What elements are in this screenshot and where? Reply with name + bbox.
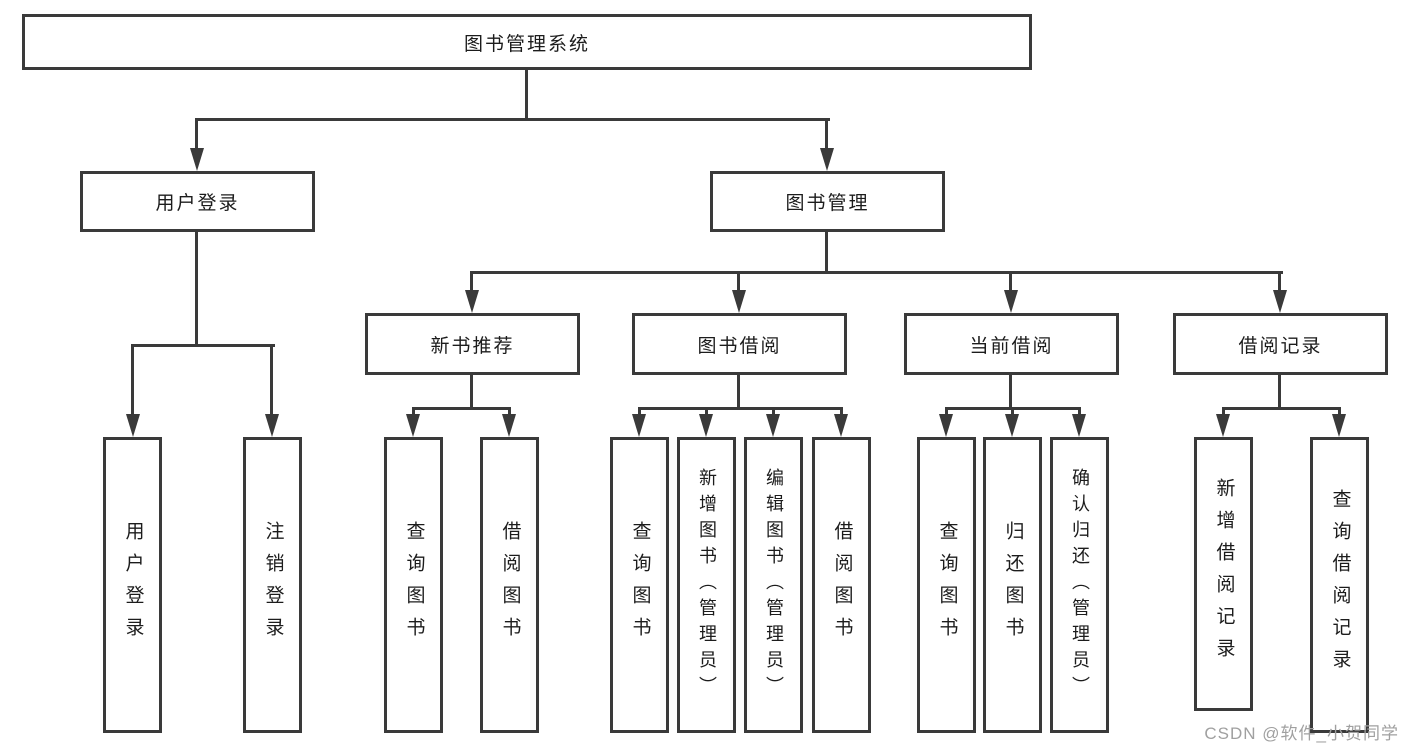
- connector-to-book-borrowing: [737, 271, 740, 290]
- leaf-add-books-admin: 新增图书（管理员）: [677, 437, 736, 733]
- node-label: 借阅记录: [1238, 335, 1323, 357]
- leaf-label: 归还图书: [1002, 521, 1024, 649]
- arrowhead-leaf: [1005, 414, 1019, 437]
- leaf-label: 注销登录: [262, 521, 284, 649]
- leaf-label: 用户登录: [122, 521, 144, 649]
- leaf-edit-books-admin: 编辑图书（管理员）: [744, 437, 803, 733]
- arrowhead-user-login: [190, 148, 204, 171]
- leaf-label: 新增借阅记录: [1213, 478, 1235, 670]
- leaf-label: 查询借阅记录: [1329, 489, 1351, 681]
- arrowhead-leaf: [766, 414, 780, 437]
- arrowhead-leaf: [834, 414, 848, 437]
- connector-leaf: [840, 407, 843, 414]
- node-current-borrowing: 当前借阅: [904, 313, 1119, 375]
- connector-leaf: [772, 407, 775, 414]
- leaf-borrowing-borrow-books: 借阅图书: [812, 437, 871, 733]
- connector-leaf: [1011, 407, 1014, 414]
- arrowhead-leaf: [406, 414, 420, 437]
- connector-to-new-book-recommend: [470, 271, 473, 290]
- arrowhead-leaf: [632, 414, 646, 437]
- leaf-label: 编辑图书（管理员）: [763, 468, 784, 702]
- arrowhead-leaf: [699, 414, 713, 437]
- connector-user-login-splitter: [131, 344, 275, 347]
- leaf-borrowing-query-books: 查询图书: [610, 437, 669, 733]
- leaf-query-borrow-record: 查询借阅记录: [1310, 437, 1369, 733]
- node-label: 用户登录: [155, 193, 240, 214]
- node-label: 图书管理: [785, 193, 870, 214]
- connector-borrowing-drop: [737, 375, 740, 410]
- arrowhead-leaf-logout: [265, 414, 279, 437]
- leaf-current-query-books: 查询图书: [917, 437, 976, 733]
- connector-records-drop: [1278, 375, 1281, 410]
- node-label: 图书借阅: [697, 335, 782, 357]
- node-label: 当前借阅: [969, 335, 1054, 357]
- leaf-user-login: 用户登录: [103, 437, 162, 733]
- connector-to-borrowing-records: [1278, 271, 1281, 290]
- connector-to-leaf-logout: [270, 344, 273, 414]
- connector-sections-splitter: [470, 271, 1283, 274]
- leaf-label: 查询图书: [629, 521, 651, 649]
- connector-to-current-borrowing: [1009, 271, 1012, 290]
- connector-recommend-drop: [470, 375, 473, 410]
- leaf-label: 确认归还（管理员）: [1069, 468, 1090, 702]
- connector-user-login-drop: [195, 232, 198, 347]
- node-borrowing-records: 借阅记录: [1173, 313, 1388, 375]
- connector-root-drop: [525, 70, 528, 121]
- connector-to-leaf-user-login: [131, 344, 134, 414]
- connector-book-management-drop: [825, 232, 828, 274]
- leaf-add-borrow-record: 新增借阅记录: [1194, 437, 1253, 711]
- node-user-login-branch: 用户登录: [80, 171, 315, 232]
- leaf-label: 查询图书: [936, 521, 958, 649]
- node-new-book-recommend: 新书推荐: [365, 313, 580, 375]
- leaf-label: 查询图书: [403, 521, 425, 649]
- connector-leaf: [1222, 407, 1225, 414]
- connector-leaf: [638, 407, 641, 414]
- csdn-watermark: CSDN @软件_小贺同学: [1204, 724, 1399, 743]
- leaf-logout: 注销登录: [243, 437, 302, 733]
- node-library-management-system: 图书管理系统: [22, 14, 1032, 70]
- connector-leaf: [705, 407, 708, 414]
- connector-current-drop: [1009, 375, 1012, 410]
- connector-records-splitter: [1222, 407, 1341, 410]
- connector-leaf: [412, 407, 415, 414]
- arrowhead-leaf: [939, 414, 953, 437]
- connector-recommend-splitter: [412, 407, 511, 410]
- arrowhead-current-borrowing: [1004, 290, 1018, 313]
- connector-leaf: [508, 407, 511, 414]
- connector-leaf: [945, 407, 948, 414]
- arrowhead-new-book-recommend: [465, 290, 479, 313]
- arrowhead-leaf: [1216, 414, 1230, 437]
- node-label: 图书管理系统: [463, 33, 590, 55]
- connector-leaf: [1338, 407, 1341, 414]
- connector-to-book-management: [825, 118, 828, 148]
- leaf-label: 借阅图书: [831, 521, 853, 649]
- arrowhead-leaf: [1072, 414, 1086, 437]
- node-book-management-branch: 图书管理: [710, 171, 945, 232]
- leaf-recommend-borrow-books: 借阅图书: [480, 437, 539, 733]
- node-label: 新书推荐: [430, 335, 515, 357]
- arrowhead-borrowing-records: [1273, 290, 1287, 313]
- arrowhead-book-borrowing: [732, 290, 746, 313]
- connector-root-splitter: [195, 118, 830, 121]
- arrowhead-book-management: [820, 148, 834, 171]
- arrowhead-leaf-user-login: [126, 414, 140, 437]
- connector-leaf: [1078, 407, 1081, 414]
- leaf-return-books: 归还图书: [983, 437, 1042, 733]
- connector-to-user-login: [195, 118, 198, 148]
- node-book-borrowing: 图书借阅: [632, 313, 847, 375]
- leaf-recommend-query-books: 查询图书: [384, 437, 443, 733]
- connector-borrowing-splitter: [638, 407, 843, 410]
- leaf-label: 借阅图书: [499, 521, 521, 649]
- leaf-confirm-return-admin: 确认归还（管理员）: [1050, 437, 1109, 733]
- arrowhead-leaf: [502, 414, 516, 437]
- leaf-label: 新增图书（管理员）: [696, 468, 717, 702]
- arrowhead-leaf: [1332, 414, 1346, 437]
